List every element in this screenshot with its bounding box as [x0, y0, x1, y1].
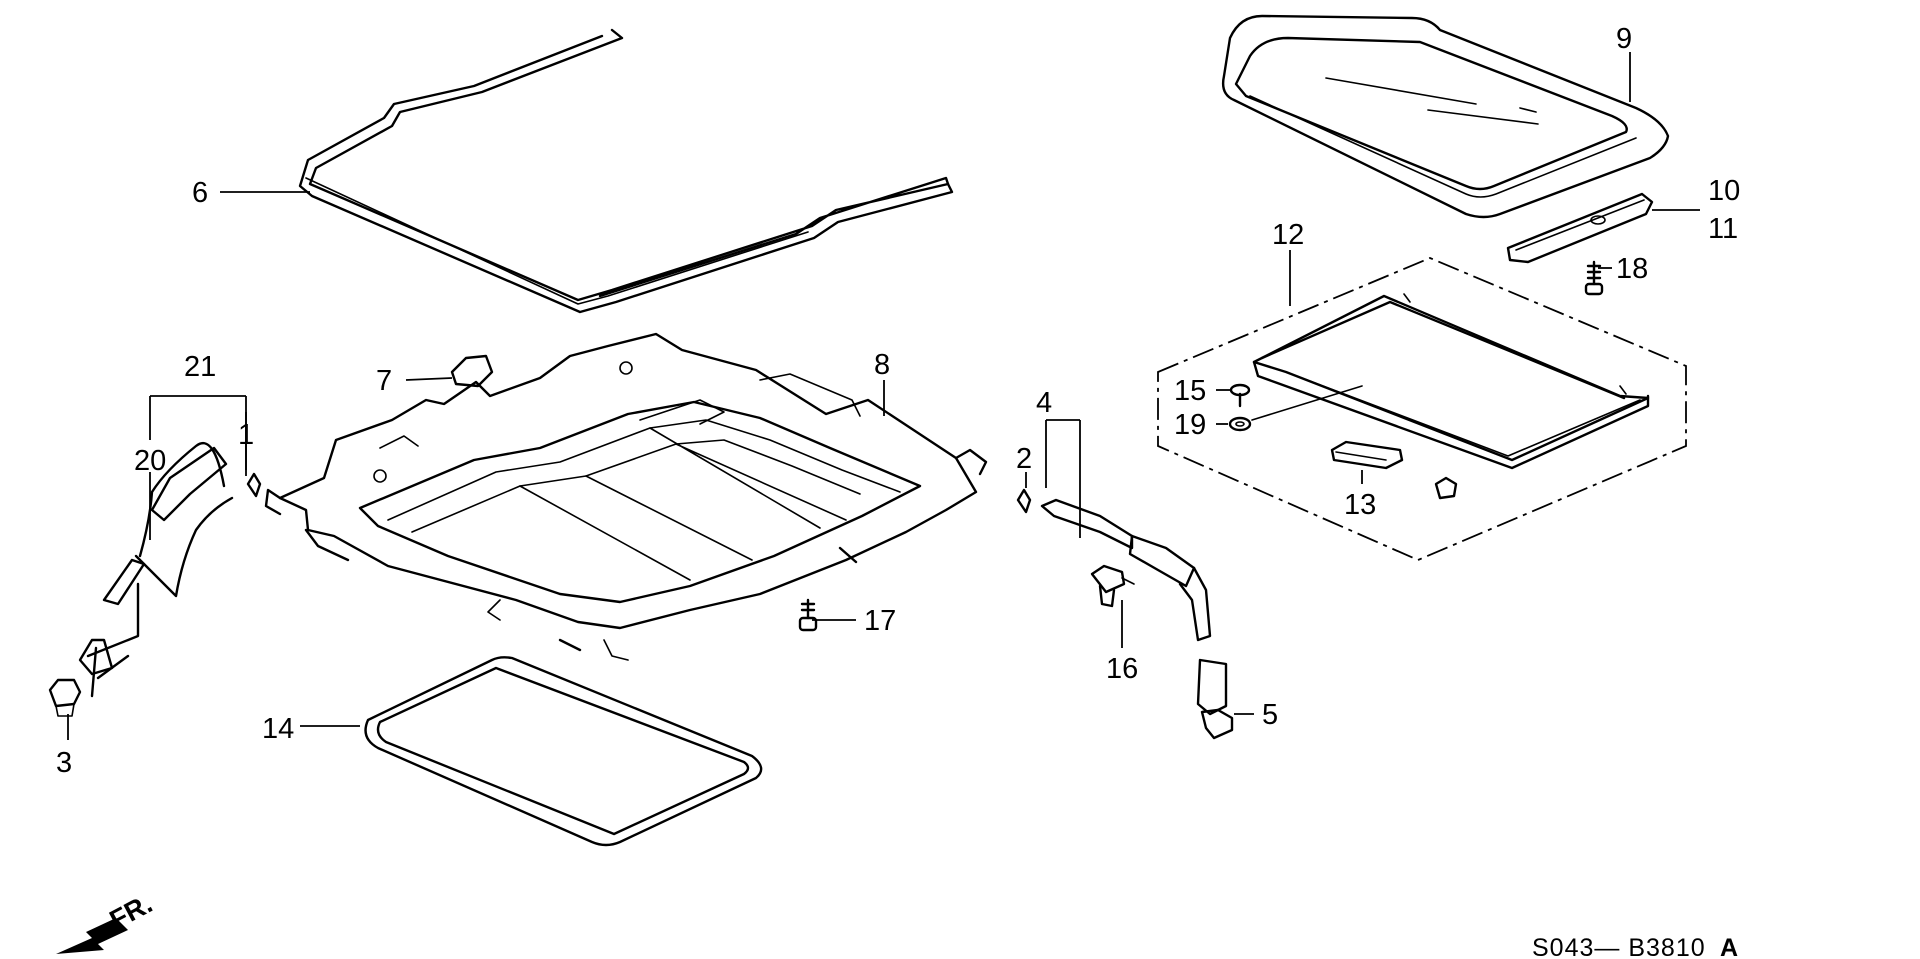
callout-labels: 1 2 3 4 5 6 7 8 9 10 11 12 13 14 15 16 1…	[56, 23, 1740, 779]
callout-18: 18	[1616, 253, 1648, 285]
diagram-reference-suffix: A	[1720, 934, 1739, 959]
left-drain-tube	[78, 441, 234, 698]
callout-2: 2	[1016, 443, 1032, 475]
hose-clamp-1-icon	[246, 472, 262, 498]
sunroof-frame	[264, 332, 988, 661]
right-drain-tube	[1040, 498, 1212, 642]
drain-valve-3-icon	[48, 678, 82, 717]
callout-17: 17	[864, 605, 896, 637]
screw-18-icon	[1584, 260, 1604, 296]
glass-weatherstrip	[364, 656, 763, 847]
sunshade-assembly-box	[1157, 257, 1687, 561]
callout-8: 8	[874, 349, 890, 381]
roof-molding-seal	[298, 28, 954, 314]
callout-7: 7	[376, 365, 392, 397]
drain-valve-5-icon	[1196, 658, 1234, 740]
callout-20: 20	[134, 445, 166, 477]
diagram-reference-code: S043— B3810	[1532, 934, 1706, 959]
callout-9: 9	[1616, 23, 1632, 55]
sunshade-clip-icon	[1434, 476, 1458, 500]
callout-6: 6	[192, 177, 208, 209]
sunroof-glass	[1221, 14, 1670, 219]
callout-15: 15	[1174, 375, 1206, 407]
callout-14: 14	[262, 713, 294, 745]
callout-19: 19	[1174, 409, 1206, 441]
callout-3: 3	[56, 747, 72, 779]
wind-deflector	[1506, 192, 1654, 264]
callout-12: 12	[1272, 219, 1304, 251]
callout-16: 16	[1106, 653, 1138, 685]
callout-10: 10	[1708, 175, 1740, 207]
screw-15-icon	[1229, 383, 1251, 408]
hose-clamp-2-icon	[1016, 488, 1032, 514]
washer-19-icon	[1228, 385, 1363, 432]
callout-13: 13	[1344, 489, 1376, 521]
callout-21: 21	[184, 351, 216, 383]
front-arrow-icon: FR.	[56, 888, 157, 954]
bolt-17-icon	[798, 598, 818, 632]
callout-11: 11	[1708, 213, 1738, 245]
callout-5: 5	[1262, 699, 1278, 731]
hose-clip-16-icon	[1090, 564, 1135, 608]
sunshade-handle	[1330, 440, 1404, 470]
stopper-7-icon	[450, 354, 494, 388]
callout-4: 4	[1036, 387, 1052, 419]
callout-1: 1	[238, 419, 254, 451]
leader-lines	[67, 52, 1700, 740]
